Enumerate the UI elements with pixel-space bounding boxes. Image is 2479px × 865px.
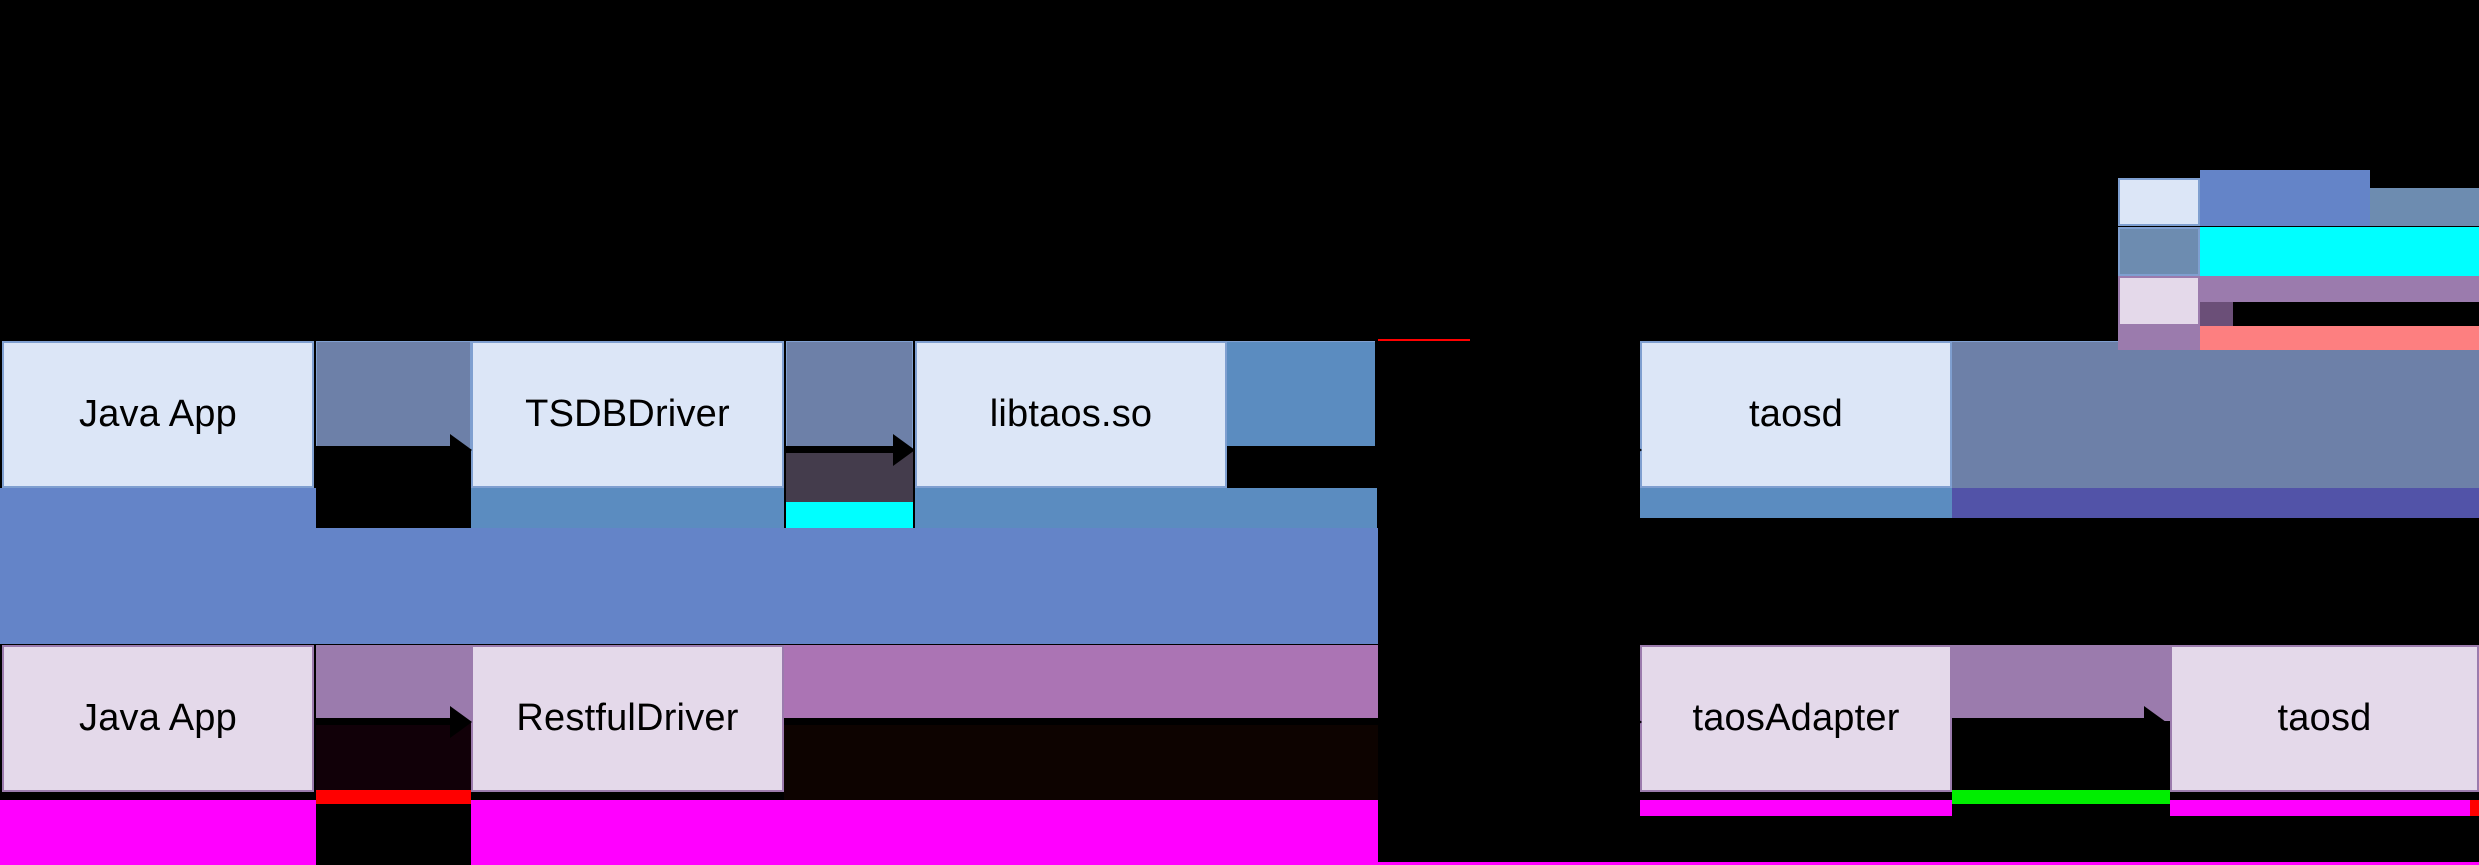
arrow-tsdbdriver-to-libtaos-line — [786, 446, 898, 453]
node-label: taosd — [1749, 393, 1843, 435]
native-connector-plate-1 — [316, 341, 471, 449]
rest-band-taosd-edge — [2470, 800, 2479, 816]
rest-connector-block-3 — [1952, 721, 2170, 800]
arrow-restfuldriver-to-adapter-line — [784, 718, 1628, 725]
arrow-javarest-to-restfuldriver-line — [316, 718, 456, 725]
node-label: taosAdapter — [1692, 697, 1900, 739]
arrow-javarest-to-restfuldriver-head — [450, 706, 472, 738]
rest-connector-plate-3 — [1952, 645, 2170, 721]
node-label: taosd — [2277, 697, 2372, 739]
node-taos-adapter[interactable]: taosAdapter — [1640, 645, 1952, 792]
legend-swatch-native-node — [2118, 178, 2200, 226]
rest-band-right — [784, 800, 1378, 865]
arrow-adapter-to-taosd-line — [1952, 718, 2150, 725]
legend-bar-native-band — [2200, 227, 2479, 276]
rest-band-left — [0, 800, 316, 865]
rest-connector-block-1 — [316, 721, 471, 800]
arrow-restfuldriver-to-adapter-head — [1620, 706, 1642, 738]
arrow-libtaos-to-taosd-head — [1620, 434, 1642, 466]
node-taosd-native[interactable]: taosd — [1640, 341, 1952, 488]
legend — [2115, 170, 2479, 350]
legend-bar-rest-node-ext — [2200, 302, 2233, 326]
arrow-tsdbdriver-to-libtaos-head — [893, 434, 915, 466]
arrow-adapter-to-taosd-head — [2144, 706, 2166, 738]
native-band-right — [915, 488, 1377, 530]
node-libtaos-so[interactable]: libtaos.so — [915, 341, 1227, 488]
rest-connector-plate-2 — [784, 645, 1378, 721]
native-band-full — [0, 528, 1378, 644]
rest-connector-block-2 — [784, 721, 1378, 804]
node-label: RestfulDriver — [516, 697, 739, 739]
rest-connector-green-3 — [1952, 790, 2170, 804]
legend-bar-native-node — [2200, 170, 2370, 226]
rest-connector-plate-1 — [316, 645, 471, 721]
node-label: TSDBDriver — [525, 393, 730, 435]
arrow-java-to-tsdbdriver-line — [316, 446, 456, 453]
rest-connector-red-1 — [316, 790, 471, 804]
node-taosd-rest[interactable]: taosd — [2170, 645, 2479, 792]
node-label: Java App — [79, 697, 237, 739]
rest-band-taosd — [2170, 800, 2470, 816]
node-restful-driver[interactable]: RestfulDriver — [471, 645, 784, 792]
node-java-app-rest[interactable]: Java App — [2, 645, 314, 792]
native-connector-plate-2 — [786, 341, 913, 449]
native-band-left — [0, 488, 316, 530]
node-label: Java App — [79, 393, 237, 435]
rest-band-adapter — [1640, 800, 1952, 816]
rest-band-baseline — [1378, 862, 2479, 865]
network-gap-line — [1378, 339, 1470, 341]
server-band-native — [1640, 488, 1952, 518]
legend-bar-rest-node — [2200, 276, 2479, 302]
legend-swatch-rest-node — [2118, 276, 2200, 326]
native-band-mid — [471, 488, 784, 530]
server-plate-native — [1952, 341, 2479, 488]
legend-swatch-native-band — [2118, 227, 2200, 276]
native-connector-plate-3 — [1227, 341, 1375, 449]
rest-band-mid — [471, 800, 784, 865]
node-java-app-native[interactable]: Java App — [2, 341, 314, 488]
node-label: libtaos.so — [989, 393, 1153, 435]
server-band-indigo — [1952, 488, 2479, 518]
native-connector-cyan-2 — [786, 502, 913, 530]
arrow-java-to-tsdbdriver-head — [450, 434, 472, 466]
legend-bar-rest-band — [2200, 326, 2479, 350]
legend-swatch-rest-band — [2118, 326, 2200, 350]
node-tsdb-driver[interactable]: TSDBDriver — [471, 341, 784, 488]
legend-bar-native-node-ext — [2370, 188, 2479, 226]
arrow-libtaos-to-taosd-line — [1227, 446, 1627, 453]
